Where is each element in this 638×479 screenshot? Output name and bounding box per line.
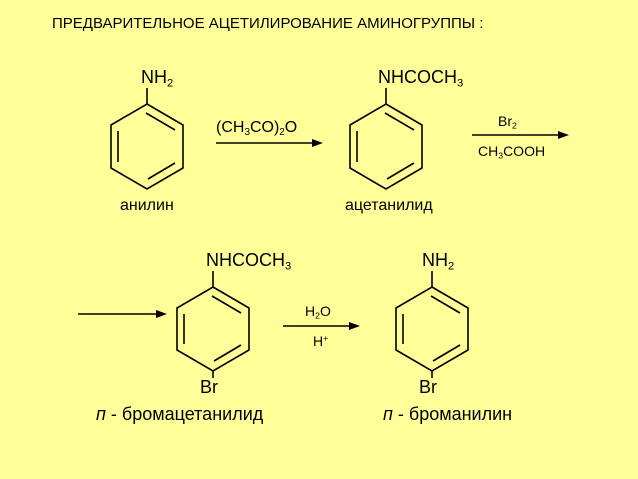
reagent1-sub1: 3 <box>244 126 250 138</box>
bromoaniline-name-rest: - броманилин <box>392 404 513 424</box>
bromoacetanilide-substituent-bottom: Br <box>200 377 218 397</box>
bromoaniline-substituent-main: NH <box>422 250 448 270</box>
reagent2-top-sub: 2 <box>512 120 517 131</box>
bromoaniline-substituent-sub: 2 <box>448 260 455 273</box>
acetanilide-name: ацетанилид <box>345 197 433 214</box>
bromoacetanilide-name: п - бромацетанилид <box>96 405 263 423</box>
benzene-ring-bromoaniline <box>395 271 469 378</box>
acetanilide-substituent-sub: 3 <box>457 77 464 90</box>
acetanilide-substituent: NHCOCH3 <box>378 68 463 90</box>
reagent3-top-tail: O <box>319 303 331 319</box>
arrowhead-3 <box>156 310 167 318</box>
aniline-substituent-main: NH <box>141 67 167 87</box>
reagent2-bottom-part1: CH <box>478 143 499 159</box>
reagent3-bottom-sup: + <box>323 333 329 343</box>
reagent-water: H2O <box>305 304 331 320</box>
reagent3-top-main: H <box>305 303 316 319</box>
reagent-bromine: Br2 <box>498 114 517 130</box>
bromoacetanilide-substituent-main: NHCOCH <box>206 250 285 270</box>
arrowhead-2 <box>558 131 569 139</box>
bromoacetanilide-name-prefix: п <box>96 404 106 424</box>
reagent3-top-sub: 2 <box>315 310 320 321</box>
bromoaniline-substituent-bottom: Br <box>419 377 437 397</box>
reagent-acetic-acid: CH3COOH <box>478 144 545 160</box>
bromoacetanilide-substituent-sub: 3 <box>285 260 292 273</box>
aniline-name: анилин <box>120 197 174 214</box>
page-title: ПРЕДВАРИТЕЛЬНОЕ АЦЕТИЛИРОВАНИЕ АМИНОГРУП… <box>52 15 484 32</box>
benzene-ring-aniline <box>110 88 184 190</box>
bromoacetanilide-name-rest: - бромацетанилид <box>105 404 264 424</box>
reagent-acetic-anhydride: (CH3CO)2O <box>216 120 297 138</box>
reagent1-part1: (CH <box>216 119 245 136</box>
arrowhead-4 <box>349 322 360 330</box>
benzene-ring-bromoacetanilide <box>176 271 250 378</box>
acetanilide-substituent-main: NHCOCH <box>378 67 457 87</box>
bromoaniline-substituent-top: NH2 <box>422 251 454 273</box>
bromoaniline-name: п - броманилин <box>383 405 512 423</box>
benzene-ring-acetanilide <box>349 88 423 190</box>
reagent2-bottom-part2: COOH <box>503 143 546 159</box>
reagent2-top-main: Br <box>498 113 512 129</box>
aniline-substituent: NH2 <box>141 68 173 90</box>
aniline-substituent-sub: 2 <box>167 77 174 90</box>
reagent1-part3: O <box>284 119 298 136</box>
reagent-acid: H+ <box>313 333 329 350</box>
bromoacetanilide-substituent-top: NHCOCH3 <box>206 251 291 273</box>
reagent3-bottom-main: H <box>313 333 324 350</box>
reagent1-sub2: 2 <box>279 126 285 138</box>
reagent1-part2: CO) <box>249 119 280 136</box>
reagent2-bottom-sub1: 3 <box>498 150 504 161</box>
arrowhead-1 <box>312 139 323 147</box>
bromoaniline-name-prefix: п <box>383 404 393 424</box>
